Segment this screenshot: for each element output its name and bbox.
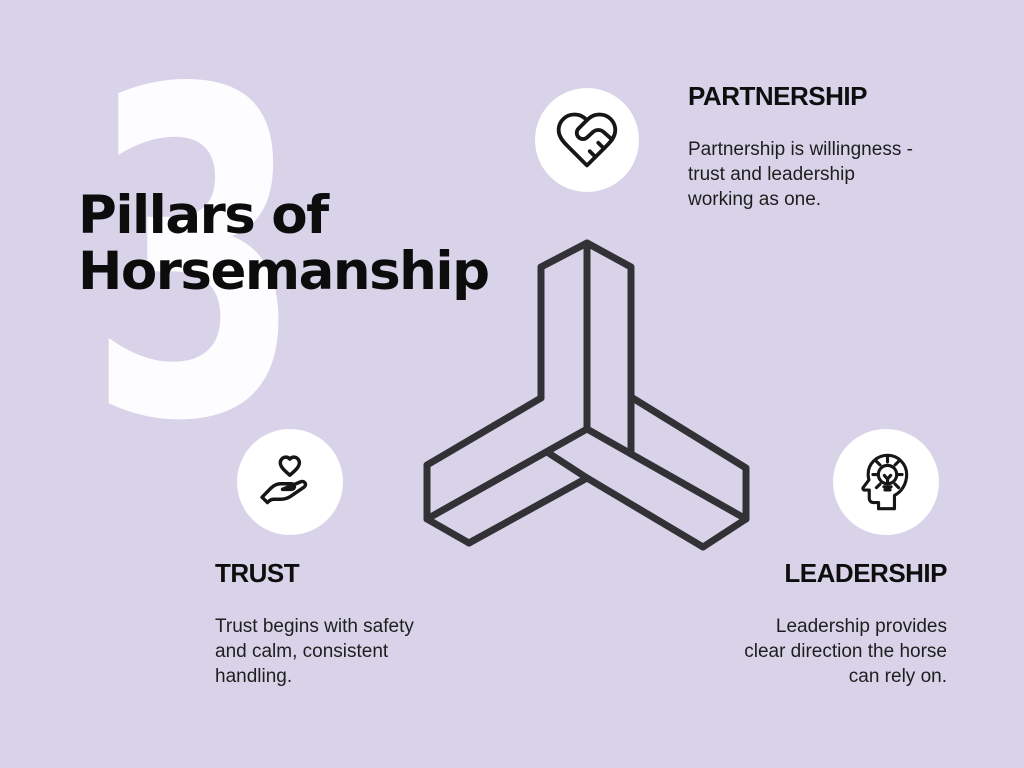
- body-line: clear direction the horse: [744, 641, 947, 662]
- title-line-2: Horsemanship: [78, 241, 490, 302]
- right-beam-inner-edge: [583, 425, 750, 523]
- tripod-beams-shape: [423, 239, 750, 551]
- bottom-edges: [465, 474, 707, 551]
- right-beam-outline: [627, 393, 750, 551]
- center-corner-edge: [543, 448, 591, 482]
- page-title: Pillars of Horsemanship: [78, 185, 490, 302]
- partnership-heading: PARTNERSHIP: [688, 81, 867, 111]
- body-line: trust and leadership: [688, 164, 855, 185]
- heart-handshake-icon: [556, 112, 618, 168]
- body-line: Leadership provides: [775, 616, 947, 637]
- head-lightbulb-icon: [861, 453, 909, 511]
- heart-in-hand-icon: [260, 455, 308, 505]
- left-beam-outline: [423, 394, 545, 547]
- body-line: handling.: [215, 666, 293, 687]
- trust-body: Trust begins with safety and calm, consi…: [215, 614, 414, 689]
- body-line: and calm, consistent: [215, 641, 389, 662]
- body-line: Trust begins with safety: [215, 616, 414, 637]
- body-line: can rely on.: [848, 666, 947, 687]
- body-line: working as one.: [688, 189, 822, 210]
- left-beam-inner-edge: [423, 425, 591, 523]
- partnership-body: Partnership is willingness - trust and l…: [688, 137, 913, 212]
- body-line: Partnership is willingness -: [688, 139, 913, 160]
- trust-circle: [237, 429, 343, 535]
- big-number: 3: [88, 0, 303, 520]
- title-line-1: Pillars of: [78, 185, 329, 246]
- leadership-body: Leadership provides clear direction the …: [744, 614, 947, 689]
- leadership-heading: LEADERSHIP: [784, 558, 947, 588]
- partnership-circle: [535, 88, 639, 192]
- trust-heading: TRUST: [215, 558, 300, 588]
